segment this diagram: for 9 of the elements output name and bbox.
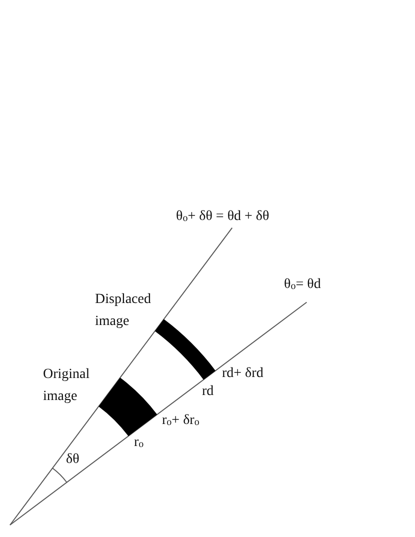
angle-label: δθ xyxy=(66,451,80,469)
image-label: Displaced image xyxy=(95,291,152,331)
radius-label: r$_{o}$+ δr$_{o}$ xyxy=(162,412,200,430)
radius-label: rd xyxy=(202,383,214,401)
radius-label: r$_{o}$ xyxy=(134,434,144,452)
angle-label: θ$_{o}$= θd xyxy=(284,276,321,294)
radius-label: rd+ δrd xyxy=(222,365,264,383)
image-label: Original image xyxy=(43,366,91,406)
angle-label: θ$_{o}$+ δθ = θd + δθ xyxy=(176,208,270,226)
